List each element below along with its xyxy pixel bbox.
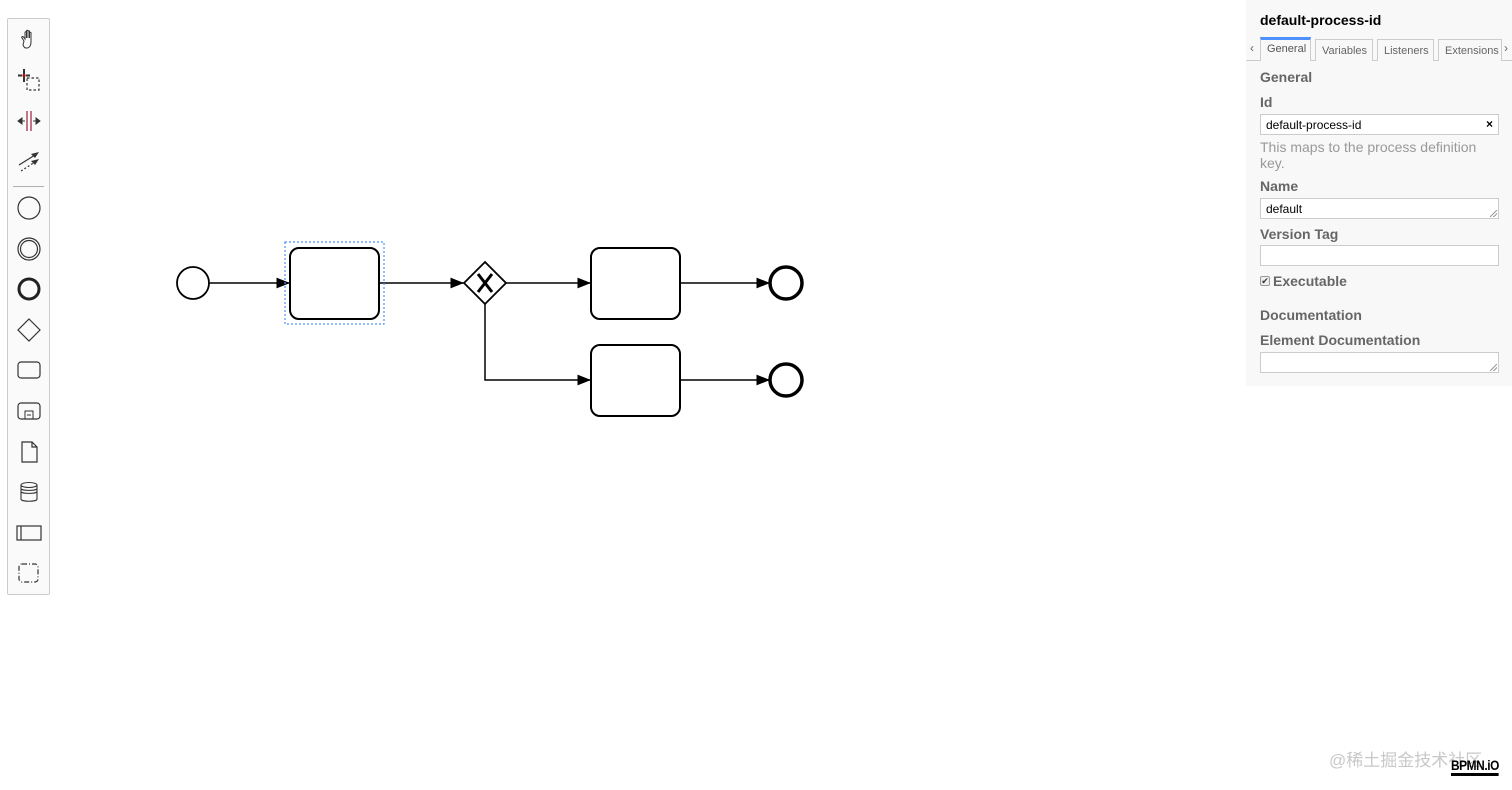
diagram-svg bbox=[176, 241, 804, 417]
name-label: Name bbox=[1260, 178, 1299, 194]
task-3[interactable] bbox=[590, 344, 681, 417]
group-documentation-heading: Documentation bbox=[1260, 307, 1362, 323]
connect-icon bbox=[18, 152, 39, 172]
space-icon bbox=[16, 111, 41, 131]
executable-checkbox[interactable]: ✔ bbox=[1260, 275, 1270, 286]
create-intermediate-event[interactable] bbox=[8, 231, 49, 267]
sequence-flow-gateway-to-task-3[interactable] bbox=[484, 304, 591, 386]
properties-panel: default-process-id ‹ General Variables L… bbox=[1246, 0, 1512, 386]
start-event-icon bbox=[16, 196, 41, 220]
element-documentation-label: Element Documentation bbox=[1260, 332, 1421, 348]
hand-tool[interactable] bbox=[8, 22, 49, 58]
hand-icon bbox=[20, 29, 31, 49]
watermark-text: @稀土掘金技术社区 bbox=[1329, 751, 1483, 770]
subprocess-icon bbox=[16, 402, 41, 420]
create-gateway[interactable] bbox=[8, 312, 49, 348]
tab-general[interactable]: General bbox=[1260, 37, 1311, 61]
version-tag-input[interactable] bbox=[1260, 245, 1499, 266]
global-connect-tool[interactable] bbox=[8, 143, 49, 179]
properties-tabs: ‹ General Variables Listeners Extensions… bbox=[1246, 37, 1512, 61]
gateway-x-icon bbox=[476, 273, 494, 293]
lasso-tool[interactable] bbox=[8, 62, 49, 98]
id-input[interactable]: default-process-id × bbox=[1260, 114, 1499, 135]
tool-palette bbox=[7, 18, 50, 595]
create-data-store[interactable] bbox=[8, 474, 49, 510]
create-start-event[interactable] bbox=[8, 190, 49, 226]
element-documentation-input[interactable] bbox=[1260, 352, 1499, 373]
end-event-1[interactable] bbox=[768, 265, 804, 301]
end-event-icon bbox=[17, 277, 40, 301]
version-tag-label: Version Tag bbox=[1260, 226, 1339, 242]
resize-handle-icon[interactable] bbox=[1490, 364, 1497, 371]
start-event[interactable] bbox=[176, 266, 210, 300]
name-input[interactable]: default bbox=[1260, 198, 1499, 219]
executable-row: ✔ Executable bbox=[1260, 273, 1347, 289]
exclusive-gateway[interactable] bbox=[462, 260, 508, 306]
task-1[interactable] bbox=[289, 247, 380, 320]
create-pool[interactable] bbox=[8, 515, 49, 551]
tabs-scroll-right-icon[interactable]: › bbox=[1504, 41, 1508, 55]
bpmn-io-logo[interactable]: BPMN.iO bbox=[1451, 758, 1499, 776]
create-task[interactable] bbox=[8, 352, 49, 388]
tab-extensions[interactable]: Extensions bbox=[1438, 39, 1502, 61]
create-end-event[interactable] bbox=[8, 271, 49, 307]
data-object-icon bbox=[20, 441, 38, 463]
lasso-icon bbox=[17, 69, 40, 91]
name-input-value: default bbox=[1266, 202, 1303, 216]
tab-variables[interactable]: Variables bbox=[1315, 39, 1373, 61]
tabs-scroll-left-icon[interactable]: ‹ bbox=[1250, 41, 1254, 55]
task-2[interactable] bbox=[590, 247, 681, 320]
selection-outline bbox=[284, 241, 385, 325]
create-data-object[interactable] bbox=[8, 434, 49, 470]
end-event-2[interactable] bbox=[768, 362, 804, 398]
diagram-canvas[interactable] bbox=[0, 0, 1245, 790]
task-icon bbox=[16, 361, 41, 379]
properties-title: default-process-id bbox=[1260, 12, 1382, 28]
executable-label: Executable bbox=[1273, 273, 1347, 289]
palette-separator bbox=[13, 186, 44, 187]
tab-listeners[interactable]: Listeners bbox=[1377, 39, 1434, 61]
space-tool[interactable] bbox=[8, 103, 49, 139]
id-input-value: default-process-id bbox=[1266, 118, 1362, 132]
resize-handle-icon[interactable] bbox=[1490, 210, 1497, 217]
intermediate-event-icon bbox=[16, 237, 41, 261]
gateway-icon bbox=[16, 318, 41, 342]
group-icon bbox=[17, 563, 39, 583]
group-general-heading: General bbox=[1260, 69, 1313, 85]
create-group[interactable] bbox=[8, 555, 49, 591]
data-store-icon bbox=[19, 481, 38, 502]
clear-id-icon[interactable]: × bbox=[1485, 117, 1493, 131]
id-description: This maps to the process definition key. bbox=[1260, 139, 1477, 171]
pool-icon bbox=[15, 525, 42, 541]
id-label: Id bbox=[1260, 94, 1273, 110]
create-subprocess[interactable] bbox=[8, 393, 49, 429]
